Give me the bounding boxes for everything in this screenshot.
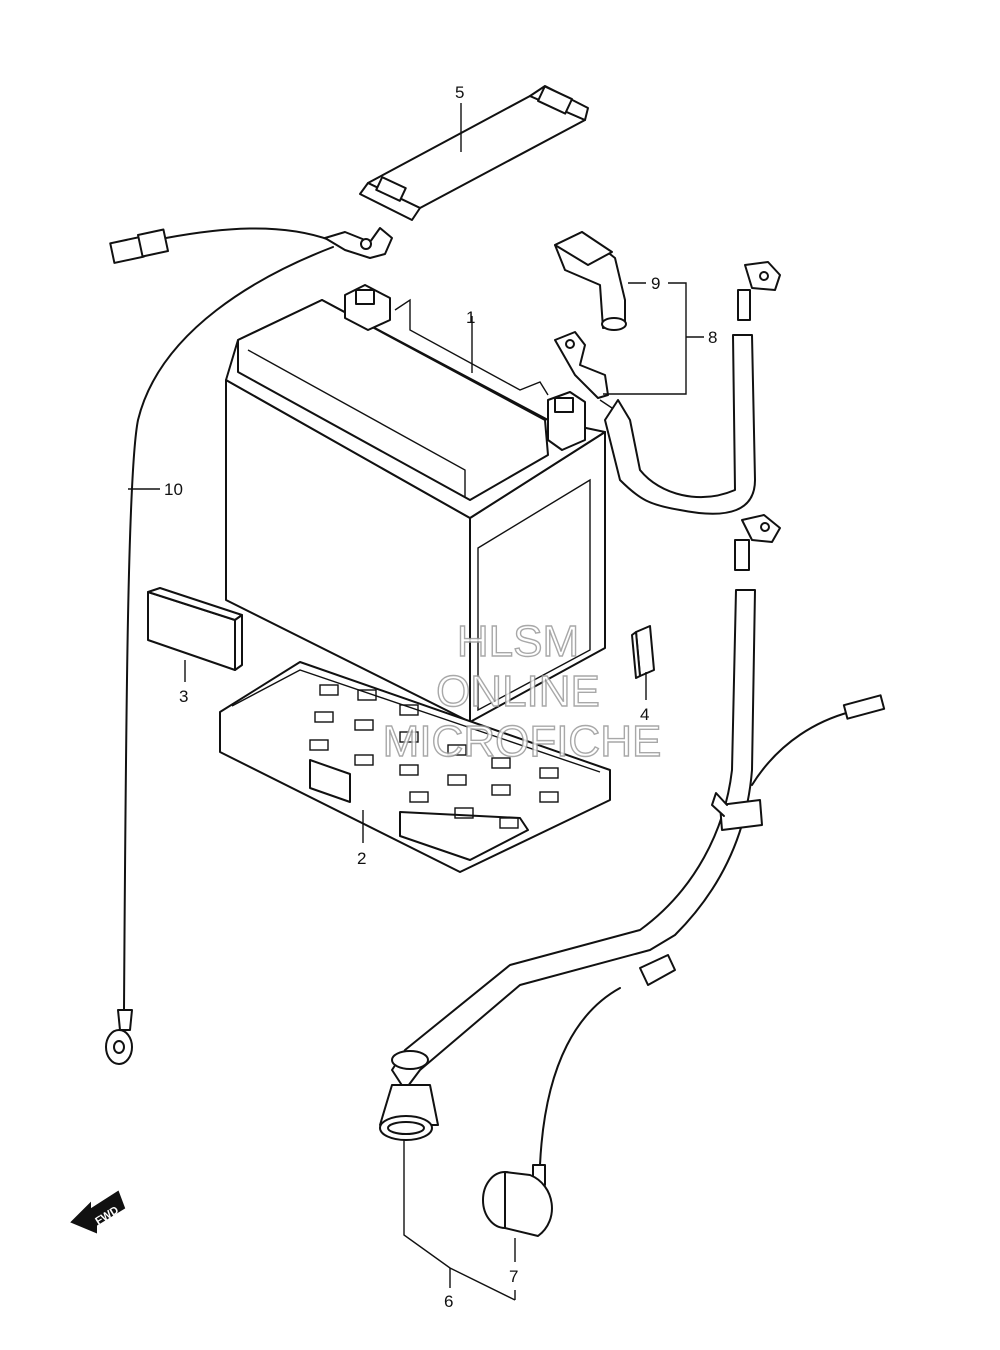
- callout-9: 9: [651, 274, 660, 293]
- battery-strap: [359, 85, 589, 221]
- tray-slots: [309, 684, 559, 829]
- forward-direction-badge: FWD: [70, 1190, 126, 1234]
- callout-6: 6: [444, 1292, 453, 1311]
- callout-5: 5: [455, 83, 464, 102]
- callout-7: 7: [509, 1267, 518, 1286]
- callout-4: 4: [640, 705, 649, 724]
- negative-cable: [379, 514, 886, 1141]
- callout-10: 10: [164, 480, 183, 499]
- callout-1: 1: [466, 308, 475, 327]
- ground-lead-wire: [105, 227, 393, 1065]
- callouts: 5 1 9 8 10 3 4 2 7 6: [164, 83, 717, 1311]
- cap-with-lead: [482, 987, 621, 1237]
- pad: [147, 587, 243, 671]
- terminal-cover: [554, 231, 627, 331]
- leader-lines: [128, 103, 704, 1301]
- watermark: HLSM ONLINE MICROFICHE: [382, 616, 662, 766]
- callout-8: 8: [708, 328, 717, 347]
- callout-3: 3: [179, 687, 188, 706]
- positive-cable: [554, 261, 781, 515]
- callout-2: 2: [357, 849, 366, 868]
- watermark-line-2: ONLINE: [436, 667, 600, 716]
- small-pad: [631, 625, 655, 679]
- battery-tray: [219, 661, 611, 873]
- battery: [225, 284, 606, 723]
- watermark-line-1: HLSM: [457, 617, 579, 666]
- watermark-line-3: MICROFICHE: [383, 717, 662, 766]
